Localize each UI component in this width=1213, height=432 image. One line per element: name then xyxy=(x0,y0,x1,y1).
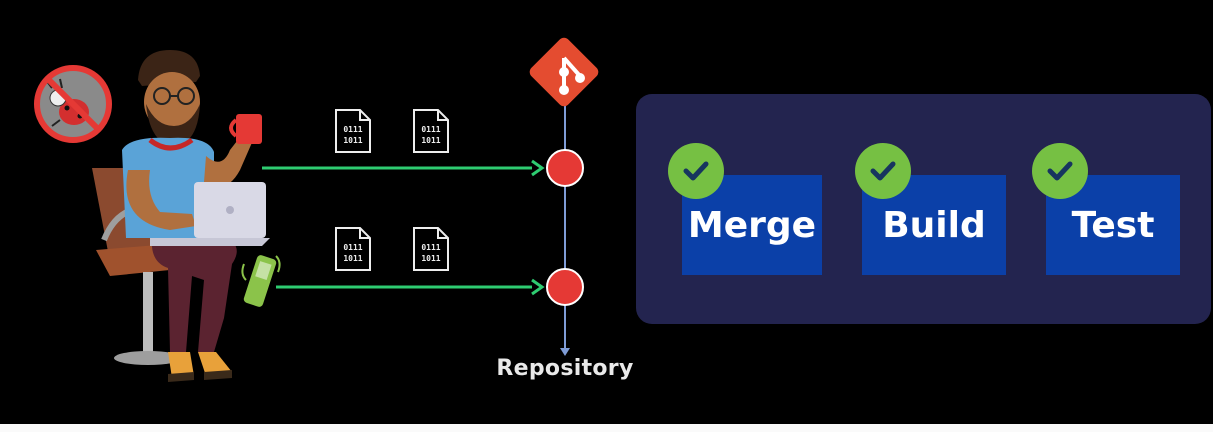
stage-build-label: Build xyxy=(882,204,986,246)
no-bugs-icon xyxy=(34,65,112,143)
laptop-icon xyxy=(150,182,270,246)
binary-line-2: 1011 xyxy=(343,136,362,145)
binary-file-icon: 0111 1011 xyxy=(413,109,449,153)
binary-line-2: 1011 xyxy=(421,136,440,145)
binary-line-1: 0111 xyxy=(421,125,440,134)
binary-file-icon: 0111 1011 xyxy=(413,227,449,271)
check-icon xyxy=(1032,143,1088,199)
repository-label: Repository xyxy=(496,356,634,381)
phone-icon xyxy=(241,255,281,307)
binary-line-2: 1011 xyxy=(421,254,440,263)
stage-test-label: Test xyxy=(1071,204,1155,246)
binary-file-icon: 0111 1011 xyxy=(335,227,371,271)
developer-illustration xyxy=(122,50,281,382)
commit-node-1 xyxy=(546,149,584,187)
check-icon xyxy=(855,143,911,199)
binary-line-1: 0111 xyxy=(343,125,362,134)
binary-line-2: 1011 xyxy=(343,254,362,263)
bottom-strip xyxy=(0,424,1213,432)
check-icon xyxy=(668,143,724,199)
binary-line-1: 0111 xyxy=(343,243,362,252)
stage-merge-label: Merge xyxy=(687,204,817,246)
git-logo-icon xyxy=(529,37,599,107)
coffee-mug-icon xyxy=(229,114,262,144)
commit-arrow-bottom xyxy=(276,278,545,296)
binary-line-1: 0111 xyxy=(421,243,440,252)
binary-file-icon: 0111 1011 xyxy=(335,109,371,153)
commit-arrow-top xyxy=(262,159,545,177)
commit-node-2 xyxy=(546,268,584,306)
repository-line xyxy=(560,100,570,356)
